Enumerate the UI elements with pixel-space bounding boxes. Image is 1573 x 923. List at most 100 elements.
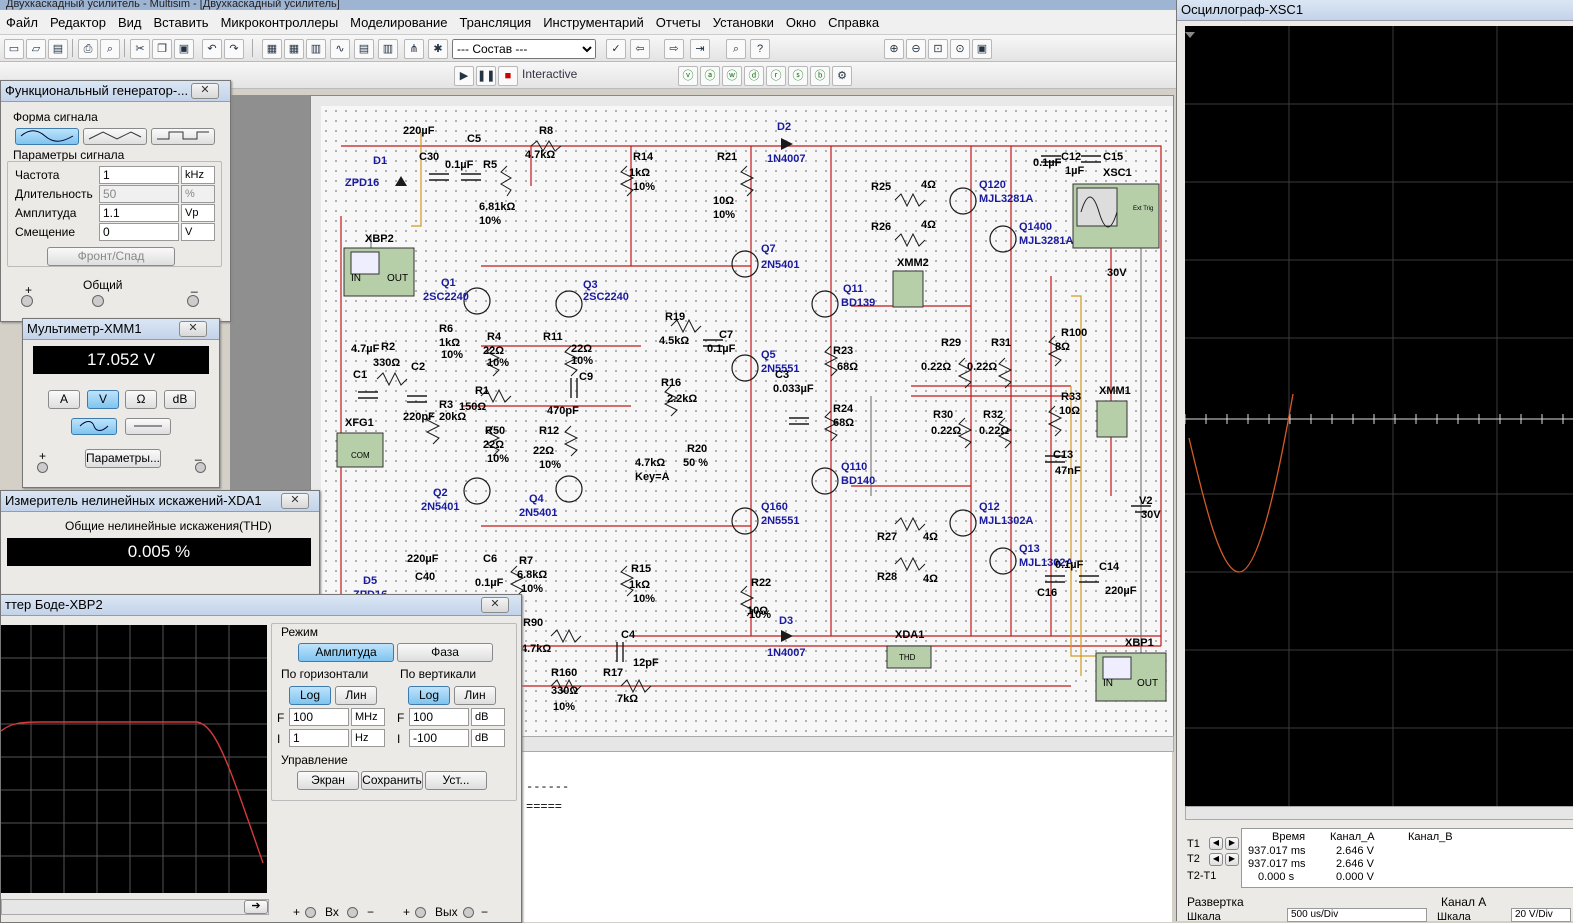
component-label[interactable]: 10% [487, 453, 509, 465]
menu-item-3[interactable]: Вставить [153, 14, 209, 30]
component-label[interactable]: 10Ω [1059, 405, 1080, 417]
probe-ref-icon[interactable]: ⓡ [766, 66, 786, 86]
component-label[interactable]: R15 [631, 563, 651, 575]
close-icon[interactable]: ✕ [281, 493, 309, 509]
component-label[interactable]: D1 [373, 155, 387, 167]
v-final-unit[interactable]: dB [471, 708, 505, 726]
back-annotate-icon[interactable]: ⇦ [630, 39, 650, 59]
component-label[interactable]: 10% [633, 181, 655, 193]
find-examples-icon[interactable]: ⌕ [726, 39, 746, 59]
mode-db-button[interactable]: dB [164, 390, 196, 409]
component-label[interactable]: R12 [539, 425, 559, 437]
probe-current-icon[interactable]: ⓐ [700, 66, 720, 86]
erc-icon[interactable]: ✓ [606, 39, 626, 59]
v-initial-input[interactable]: -100 [409, 729, 469, 747]
channel-a-scale-input[interactable]: 20 V/Div [1511, 908, 1571, 922]
component-label[interactable]: R22 [751, 577, 771, 589]
component-label[interactable]: 220pF [403, 411, 435, 423]
component-label[interactable]: V2 [1139, 495, 1152, 507]
copy-icon[interactable]: ❐ [152, 39, 172, 59]
component-label[interactable]: Q3 [583, 279, 598, 291]
component-label[interactable]: Q13 [1019, 543, 1040, 555]
component-label[interactable]: R33 [1061, 391, 1081, 403]
out-minus-terminal-icon[interactable] [463, 907, 474, 918]
component-label[interactable]: R7 [519, 555, 533, 567]
component-label[interactable]: R32 [983, 409, 1003, 421]
forward-annotate-icon[interactable]: ⇨ [664, 39, 684, 59]
grapher-icon[interactable]: ∿ [330, 39, 350, 59]
component-label[interactable]: 0.1µF [707, 343, 736, 355]
help-icon[interactable]: ? [750, 39, 770, 59]
close-icon[interactable]: ✕ [179, 321, 207, 337]
component-label[interactable]: MJL3281A [1019, 235, 1073, 247]
component-label[interactable]: C30 [419, 151, 439, 163]
component-label[interactable]: 10% [633, 593, 655, 605]
component-label[interactable]: 0.22Ω [931, 425, 961, 437]
probe-digital-icon[interactable]: ⓢ [788, 66, 808, 86]
component-label[interactable]: XBP2 [365, 233, 394, 245]
component-label[interactable]: R28 [877, 571, 897, 583]
database-icon[interactable]: ▥ [306, 39, 326, 59]
component-label[interactable]: 2N5551 [761, 363, 800, 375]
transfer-icon[interactable]: ⇥ [690, 39, 710, 59]
component-label[interactable]: C16 [1037, 587, 1057, 599]
component-label[interactable]: 4.5kΩ [659, 335, 689, 347]
component-label[interactable]: Q1 [441, 277, 456, 289]
component-label[interactable]: Q5 [761, 349, 776, 361]
component-label[interactable]: 330Ω [373, 357, 400, 369]
component-label[interactable]: XBP1 [1125, 637, 1154, 649]
component-label[interactable]: 2SC2240 [583, 291, 629, 303]
t1-left-arrow-icon[interactable]: ◀ [1209, 837, 1223, 850]
zoom-page-icon[interactable]: ⊙ [950, 39, 970, 59]
minus-terminal-icon[interactable] [187, 295, 199, 307]
component-label[interactable]: D5 [363, 575, 377, 587]
component-label[interactable]: R50 [485, 425, 505, 437]
in-plus-terminal-icon[interactable] [305, 907, 316, 918]
component-label[interactable]: 4Ω [923, 573, 938, 585]
component-label[interactable]: 1N4007 [767, 647, 806, 659]
h-final-unit[interactable]: MHz [351, 708, 385, 726]
component-label[interactable]: 22Ω [483, 345, 504, 357]
scope-scrollbar[interactable] [1185, 806, 1573, 820]
component-label[interactable]: 10% [521, 583, 543, 595]
t2-right-arrow-icon[interactable]: ▶ [1225, 853, 1239, 866]
phase-button[interactable]: Фаза [397, 643, 493, 662]
component-label[interactable]: R8 [539, 125, 553, 137]
scroll-right-icon[interactable]: ➔ [244, 900, 268, 914]
fullscreen-icon[interactable]: ▣ [972, 39, 992, 59]
component-label[interactable]: Key=A [635, 471, 670, 483]
component-label[interactable]: C9 [579, 371, 593, 383]
component-label[interactable]: 10% [571, 355, 593, 367]
component-label[interactable]: 10% [553, 701, 575, 713]
component-label[interactable]: C12 [1061, 151, 1081, 163]
minus-terminal-icon[interactable] [195, 462, 206, 473]
component-label[interactable]: 4.7µF [351, 343, 380, 355]
param-input[interactable]: 1.1 [99, 204, 179, 222]
common-terminal-icon[interactable] [92, 295, 104, 307]
component-label[interactable]: R14 [633, 151, 654, 163]
component-label[interactable]: 6.81kΩ [479, 201, 516, 213]
component-label[interactable]: D2 [777, 121, 791, 133]
sine-wave-button[interactable] [15, 128, 79, 145]
component-label[interactable]: C13 [1053, 449, 1073, 461]
component-label[interactable]: C1 [353, 369, 367, 381]
paste-icon[interactable]: ▣ [174, 39, 194, 59]
mode-volt-button[interactable]: V [87, 390, 119, 409]
spreadsheet-icon[interactable]: ▦ [284, 39, 304, 59]
zoom-in-icon[interactable]: ⊕ [884, 39, 904, 59]
in-minus-terminal-icon[interactable] [347, 907, 358, 918]
h-initial-input[interactable]: 1 [289, 729, 349, 747]
component-label[interactable]: XMM2 [897, 257, 929, 269]
component-label[interactable]: 220µF [407, 553, 439, 565]
component-label[interactable]: R23 [833, 345, 853, 357]
horizontal-log-button[interactable]: Log [289, 686, 331, 705]
save-button[interactable]: Сохранить [361, 771, 423, 790]
component-label[interactable]: 4.7kΩ [521, 643, 551, 655]
component-label[interactable]: 22Ω [483, 439, 504, 451]
run-icon[interactable]: ▶ [454, 66, 474, 86]
triangle-wave-button[interactable] [83, 128, 147, 145]
component-label[interactable]: C15 [1103, 151, 1123, 163]
menu-item-5[interactable]: Моделирование [350, 14, 448, 30]
param-input[interactable]: 0 [99, 223, 179, 241]
postprocessor-icon[interactable]: ▤ [354, 39, 374, 59]
